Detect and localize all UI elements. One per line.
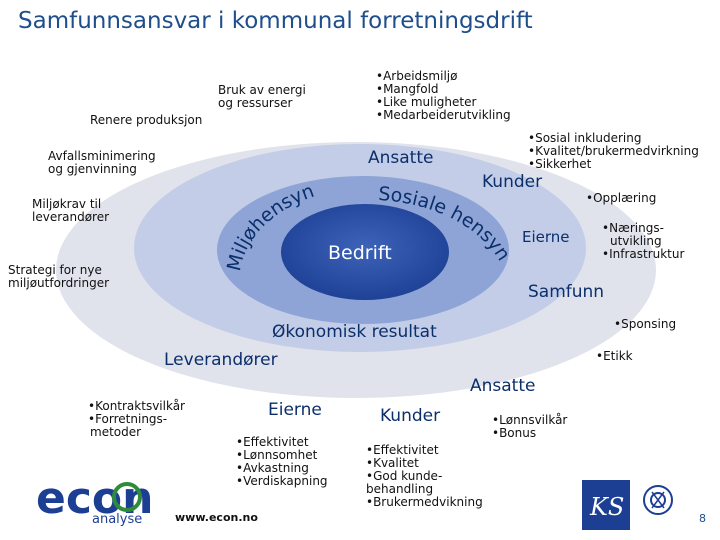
list-item: behandling xyxy=(366,482,434,496)
list-item: Bonus xyxy=(492,427,567,440)
list-item: Kontraktsvilkår xyxy=(88,400,185,413)
list-item: Sikkerhet xyxy=(528,158,699,171)
kunder-bottom-bullets: Effektivitet Kvalitet God kunde- behandl… xyxy=(366,444,483,509)
kunder-top-label: Kunder xyxy=(482,172,543,192)
list-item: Mangfold xyxy=(376,83,511,96)
eierne-bottom-bullets: Effektivitet Lønnsomhet Avkastning Verdi… xyxy=(236,436,328,488)
avfall-line-2: og gjenvinning xyxy=(48,162,137,176)
ansatte-bottom-bullets: Lønnsvilkår Bonus xyxy=(492,414,567,440)
econ-url: www.econ.no xyxy=(175,511,258,524)
list-item: Kvalitet xyxy=(366,457,483,470)
avfall-line-1: Avfallsminimering xyxy=(48,149,156,163)
list-item: Effektivitet xyxy=(366,444,483,457)
samfunn-bullets: Nærings- utvikling Infrastruktur xyxy=(602,222,684,261)
list-item: Brukermedvikning xyxy=(366,496,483,509)
list-item: Kvalitet/brukermedvirkning xyxy=(528,145,699,158)
econ-logo-ring-icon xyxy=(112,482,142,512)
leverandorer-bullets: Kontraktsvilkår Forretnings- metoder xyxy=(88,400,185,439)
okonomisk-resultat-label: Økonomisk resultat xyxy=(272,322,437,342)
coat-of-arms-icon xyxy=(643,485,673,515)
ansatte-top-bullets: Arbeidsmiljø Mangfold Like muligheter Me… xyxy=(376,70,511,122)
list-item: Arbeidsmiljø xyxy=(376,70,511,83)
list-item: Forretnings- xyxy=(88,413,185,426)
etikk-bullets: Etikk xyxy=(596,350,633,363)
list-item: Verdiskapning xyxy=(236,475,327,488)
samfunn-label: Samfunn xyxy=(528,282,605,302)
list-item: Effektivitet xyxy=(236,436,328,449)
renere-produksjon-label: Renere produksjon xyxy=(90,113,203,127)
list-item: God kunde- xyxy=(366,470,483,483)
list-item: Sosial inkludering xyxy=(528,132,699,145)
ks-logo: KS xyxy=(582,480,630,530)
svg-text:econ: econ xyxy=(36,473,153,524)
list-item: Sponsing xyxy=(614,318,676,331)
list-item: Avkastning xyxy=(236,462,328,475)
sponsing-bullets: Sponsing xyxy=(614,318,676,331)
miljokrav-line-2: leverandører xyxy=(32,210,110,224)
page-title: Samfunnsansvar i kommunal forretningsdri… xyxy=(18,8,533,34)
miljokrav-label: Miljøkrav til leverandører xyxy=(32,198,109,224)
list-item: Infrastruktur xyxy=(602,248,684,261)
eierne-top-bullets: Opplæring xyxy=(586,192,656,205)
leverandorer-label: Leverandører xyxy=(164,350,278,370)
kunder-top-bullets: Sosial inkludering Kvalitet/brukermedvir… xyxy=(528,132,699,171)
miljokrav-line-1: Miljøkrav til xyxy=(32,197,102,211)
avfallsminimering-label: Avfallsminimering og gjenvinning xyxy=(48,150,156,176)
econ-logo: econ analyse www.econ.no xyxy=(36,473,258,527)
bruk-line-1: Bruk av energi xyxy=(218,83,306,97)
kunder-bottom-label: Kunder xyxy=(380,406,441,426)
list-item: Medarbeiderutvikling xyxy=(376,109,511,122)
eierne-top-label: Eierne xyxy=(522,228,570,246)
ks-logo-text: KS xyxy=(589,493,624,521)
strategi-line-2: miljøutfordringer xyxy=(8,276,110,290)
list-item: Lønnsomhet xyxy=(236,449,328,462)
list-item: Nærings- xyxy=(602,222,684,235)
page-number: 8 xyxy=(699,512,706,525)
list-item: metoder xyxy=(90,425,142,439)
list-item: Like muligheter xyxy=(376,96,511,109)
list-item: Etikk xyxy=(596,350,633,363)
list-item: Opplæring xyxy=(586,192,656,205)
list-item: utvikling xyxy=(610,234,662,248)
bedrift-label: Bedrift xyxy=(328,242,392,264)
strategi-label: Strategi for nye miljøutfordringer xyxy=(8,264,109,290)
core-ellipse xyxy=(281,204,449,300)
strategi-line-1: Strategi for nye xyxy=(8,263,102,277)
bruk-av-energi-label: Bruk av energi og ressurser xyxy=(218,84,306,110)
ansatte-top-label: Ansatte xyxy=(368,148,434,168)
ansatte-bottom-label: Ansatte xyxy=(470,376,536,396)
eierne-bottom-label: Eierne xyxy=(268,400,322,420)
list-item: Lønnsvilkår xyxy=(492,414,567,427)
econ-logo-sub: analyse xyxy=(92,512,142,527)
bruk-line-2: og ressurser xyxy=(218,96,293,110)
